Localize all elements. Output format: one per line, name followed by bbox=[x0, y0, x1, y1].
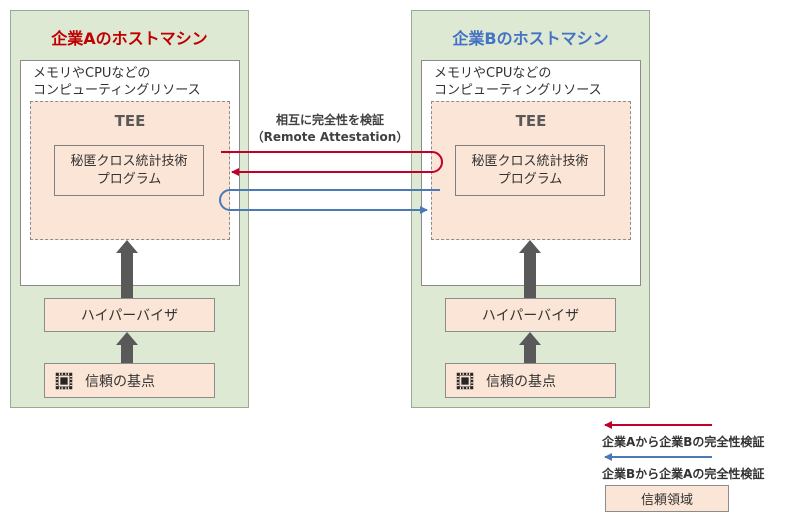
host-b-root-label: 信頼の基点 bbox=[486, 373, 556, 390]
host-a-compute-label: メモリやCPUなどの コンピューティングリソース bbox=[33, 66, 201, 98]
host-b-hypervisor: ハイパーバイザ bbox=[445, 298, 616, 332]
host-b-up-arrow-lower bbox=[519, 332, 541, 363]
arrow-a-to-b-loop bbox=[221, 151, 443, 176]
host-b-up-arrow-upper bbox=[519, 240, 541, 298]
host-b-tee-label: TEE bbox=[515, 112, 547, 130]
host-a-root-of-trust: 信頼の基点 bbox=[44, 363, 215, 398]
host-b-program: 秘匿クロス統計技術 プログラム bbox=[455, 145, 605, 196]
attestation-label: 相互に完全性を検証 （Remote Attestation） bbox=[251, 113, 409, 144]
host-a-program: 秘匿クロス統計技術 プログラム bbox=[54, 145, 204, 196]
host-a-tee-label: TEE bbox=[114, 112, 146, 130]
host-a-hypervisor: ハイパーバイザ bbox=[44, 298, 215, 332]
host-b-compute-label: メモリやCPUなどの コンピューティングリソース bbox=[434, 66, 602, 98]
host-a-up-arrow-upper bbox=[116, 240, 138, 298]
host-b-root-of-trust: 信頼の基点 bbox=[445, 363, 616, 398]
host-a-title: 企業Aのホストマシン bbox=[51, 29, 208, 48]
legend-b-to-a-label: 企業Bから企業Aの完全性検証 bbox=[602, 467, 765, 481]
host-a-root-label: 信頼の基点 bbox=[85, 373, 155, 390]
arrow-b-to-a-loop bbox=[219, 189, 440, 214]
legend-trust-domain: 信頼領域 bbox=[605, 485, 729, 512]
host-b-title: 企業Bのホストマシン bbox=[452, 29, 609, 48]
chip-icon bbox=[55, 372, 73, 389]
legend-a-to-b-label: 企業Aから企業Bの完全性検証 bbox=[602, 435, 765, 449]
host-a-up-arrow-lower bbox=[116, 332, 138, 363]
chip-icon bbox=[456, 372, 474, 389]
